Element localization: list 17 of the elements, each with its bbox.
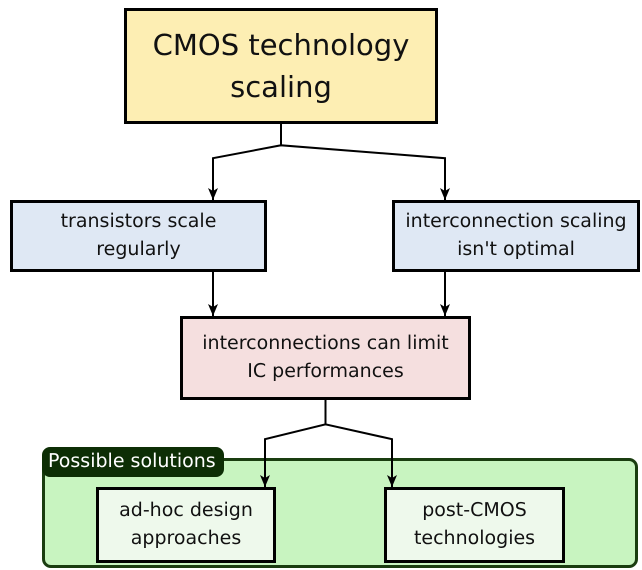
arrow	[280, 124, 450, 200]
arrow	[440, 272, 450, 316]
box-text: interconnections can limit IC performances	[201, 331, 450, 384]
arrow	[324, 400, 397, 487]
process-box	[10, 200, 267, 272]
process-box	[384, 487, 565, 563]
process-box	[180, 316, 471, 400]
box-text: transistors scale regularly	[60, 209, 218, 262]
box-text: interconnection scaling isn't optimal	[404, 209, 628, 262]
group-heading: Possible solutions	[42, 447, 224, 477]
process-box	[392, 200, 640, 272]
process-box	[124, 8, 438, 124]
arrow	[208, 272, 218, 316]
box-text: ad-hoc design approaches	[118, 498, 254, 551]
process-box	[96, 487, 276, 563]
box-text: CMOS technology scaling	[152, 26, 410, 106]
box-text: post-CMOS technologies	[412, 498, 536, 551]
